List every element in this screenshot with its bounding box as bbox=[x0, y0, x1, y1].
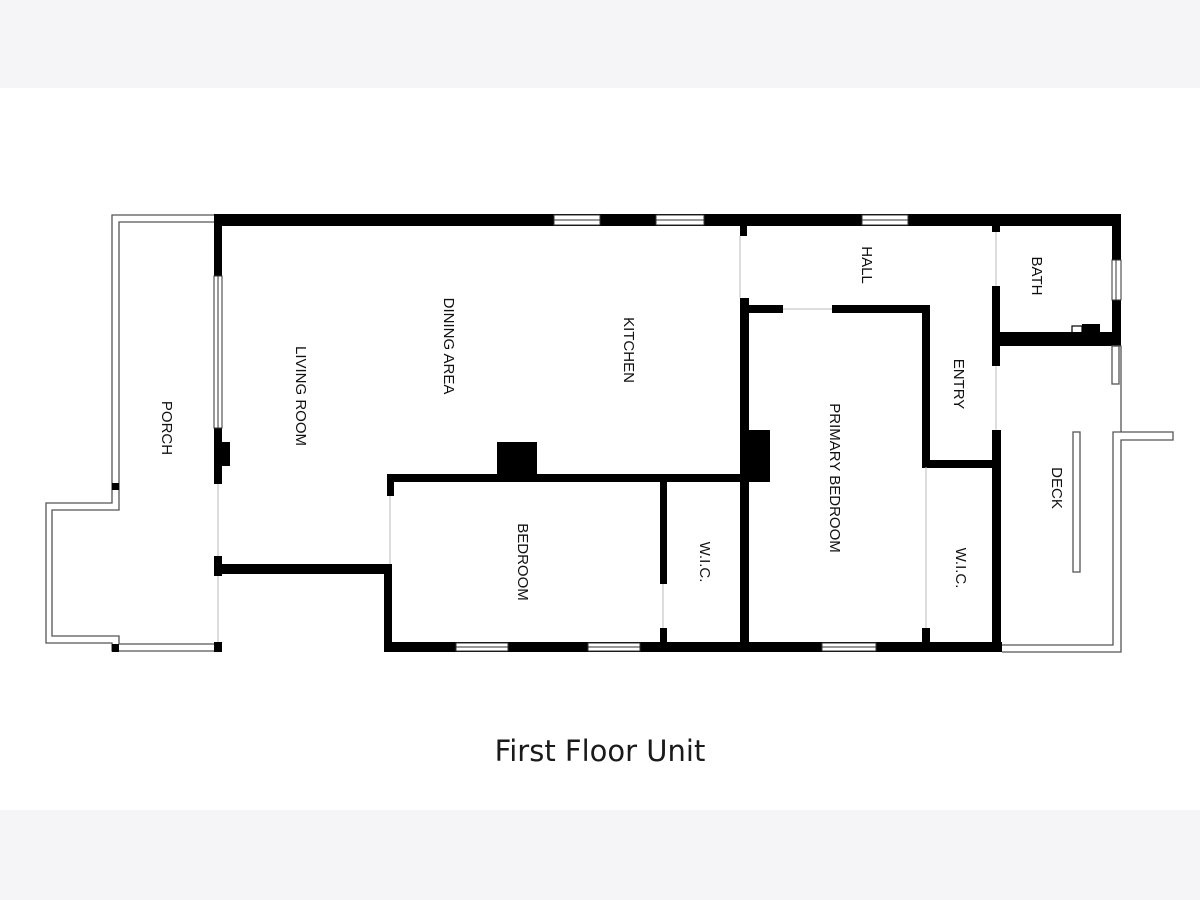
room-label-deck: DECK bbox=[1048, 467, 1065, 509]
room-label-living-room: LIVING ROOM bbox=[292, 346, 309, 446]
porch-post bbox=[112, 644, 119, 652]
room-label-dining-area: DINING AREA bbox=[440, 298, 457, 395]
plan-caption: First Floor Unit bbox=[494, 734, 706, 768]
room-label-hall: HALL bbox=[858, 246, 875, 284]
room-label-bedroom: BEDROOM bbox=[514, 523, 531, 601]
windows bbox=[213, 214, 1122, 652]
interior-walls bbox=[387, 222, 1121, 652]
bath-fixtures bbox=[1071, 324, 1100, 335]
room-label-primary-bedroom: PRIMARY BEDROOM bbox=[826, 403, 843, 552]
deck-outline bbox=[1002, 345, 1174, 653]
room-label-wic-primary: W.I.C. bbox=[952, 548, 969, 589]
porch-post bbox=[112, 483, 119, 490]
room-label-kitchen: KITCHEN bbox=[620, 317, 637, 383]
room-label-wic-bedroom: W.I.C. bbox=[696, 542, 713, 583]
porch-outline bbox=[45, 214, 216, 652]
room-label-entry: ENTRY bbox=[950, 359, 967, 410]
room-label-bath: BATH bbox=[1028, 257, 1045, 296]
exterior-walls bbox=[214, 214, 1121, 652]
room-label-porch: PORCH bbox=[158, 401, 175, 455]
opening-lines bbox=[217, 232, 997, 642]
